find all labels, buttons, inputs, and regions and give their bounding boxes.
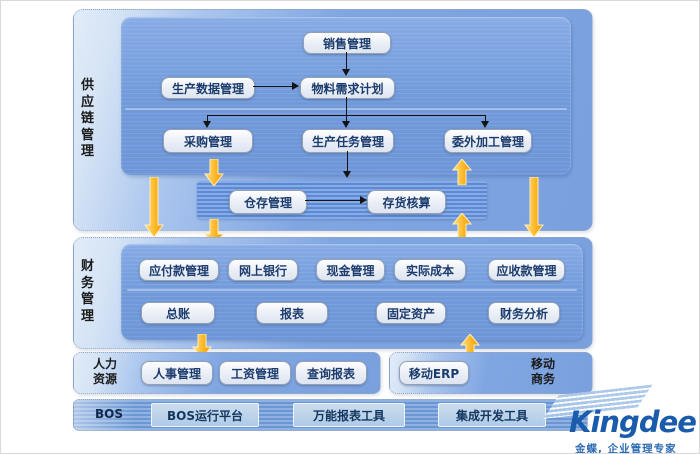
connector-sales-mrp bbox=[346, 52, 347, 70]
node-production-data: 生产数据管理 bbox=[161, 77, 255, 99]
node-outsourcing: 委外加工管理 bbox=[444, 129, 532, 153]
connector-proddata-mrp bbox=[253, 86, 293, 87]
node-actual-cost: 实际成本 bbox=[394, 259, 466, 281]
panel-divider bbox=[127, 289, 577, 291]
kingdee-logo: Kingdee 金蝶, 企业管理专家 bbox=[543, 384, 699, 454]
flow-arrow-down-right bbox=[524, 177, 544, 237]
logo-brand-text: Kingdee bbox=[569, 405, 697, 439]
node-sales: 销售管理 bbox=[303, 32, 391, 54]
arrowhead-warehouse-band bbox=[343, 171, 351, 178]
node-query-report: 查询报表 bbox=[295, 361, 367, 385]
node-inventory-accounting: 存货核算 bbox=[367, 190, 446, 214]
connector-warehouse-inventory bbox=[305, 200, 361, 201]
node-production-task: 生产任务管理 bbox=[302, 129, 394, 153]
flow-arrow-down-left bbox=[144, 177, 164, 237]
connector-trunk-outsourcing bbox=[485, 115, 486, 122]
node-report: 报表 bbox=[256, 302, 328, 324]
node-financial-analysis: 财务分析 bbox=[488, 302, 560, 324]
hr-label: 人力资源 bbox=[92, 357, 117, 386]
node-mrp: 物料需求计划 bbox=[300, 77, 395, 99]
node-payroll: 工资管理 bbox=[219, 361, 291, 385]
node-ebank: 网上银行 bbox=[228, 259, 298, 281]
node-fixed-assets: 固定资产 bbox=[376, 302, 446, 324]
node-universal-report-tool: 万能报表工具 bbox=[293, 403, 405, 427]
arrowhead-sales-mrp bbox=[342, 69, 350, 76]
arrowhead-outsourcing bbox=[481, 121, 489, 128]
bos-label: BOS bbox=[95, 407, 123, 421]
arrowhead-purchase bbox=[203, 121, 211, 128]
arrowhead-prodtask bbox=[342, 121, 350, 128]
node-general-ledger: 总账 bbox=[141, 302, 215, 324]
finance-label: 财务管理 bbox=[80, 259, 94, 324]
node-warehouse: 仓存管理 bbox=[229, 190, 307, 214]
node-personnel: 人事管理 bbox=[141, 361, 213, 385]
flow-arrow-down-purchase-band bbox=[204, 159, 224, 186]
flow-arrow-up-band-outsourcing bbox=[452, 159, 472, 185]
node-purchase: 采购管理 bbox=[163, 129, 253, 153]
connector-trunk-purchase bbox=[207, 115, 208, 122]
node-accounts-receivable: 应收款管理 bbox=[488, 259, 565, 281]
node-integration-dev-tool: 集成开发工具 bbox=[438, 403, 546, 427]
node-accounts-payable: 应付款管理 bbox=[139, 259, 219, 281]
connector-trunk-prodtask bbox=[346, 115, 347, 122]
supply-chain-label: 供应链管理 bbox=[80, 78, 94, 159]
node-cash-management: 现金管理 bbox=[316, 259, 385, 281]
connector-prodtask-warehouse bbox=[347, 151, 348, 172]
arrowhead-proddata-mrp bbox=[292, 82, 299, 90]
node-mobile-erp: 移动ERP bbox=[399, 361, 469, 385]
mobile-label: 移动商务 bbox=[530, 357, 555, 386]
connector-mrp-trunk bbox=[346, 97, 347, 115]
flow-arrow-up-finance-band bbox=[452, 213, 472, 239]
logo-tagline: 金蝶, 企业管理专家 bbox=[575, 443, 677, 454]
node-bos-platform: BOS运行平台 bbox=[151, 403, 259, 427]
arrowhead-inventory bbox=[360, 196, 367, 204]
